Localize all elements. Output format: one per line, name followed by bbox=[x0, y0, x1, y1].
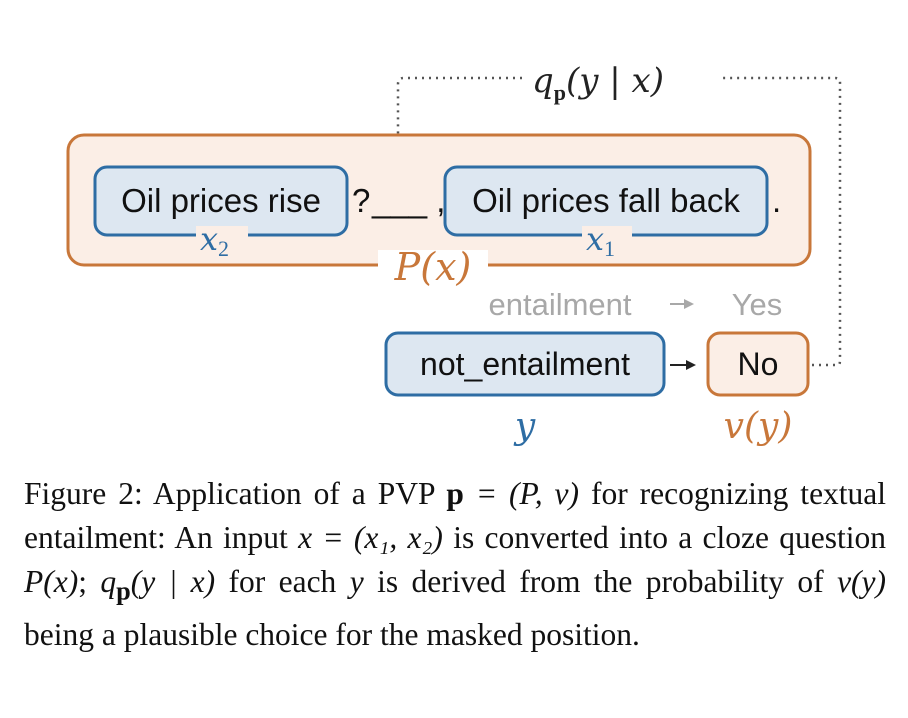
mask-blank: ___ , bbox=[371, 182, 445, 219]
pattern-label: P(x) bbox=[394, 245, 472, 289]
verbalizer-box bbox=[706, 331, 810, 397]
gray-arrow-head bbox=[684, 299, 694, 309]
x2-var: x2 bbox=[200, 220, 229, 261]
gray-label-entailment: entailment bbox=[488, 287, 631, 322]
x1-box-text: Oil prices fall back bbox=[472, 182, 740, 219]
label-box bbox=[384, 331, 666, 397]
vy-label: v(y) bbox=[724, 406, 793, 447]
caption-p-bold: p bbox=[446, 476, 464, 511]
label-box-text: not_entailment bbox=[420, 346, 630, 382]
figure-caption: Figure 2: Application of a PVP p = (P, v… bbox=[24, 476, 887, 653]
dotted-feedback-path bbox=[720, 76, 842, 367]
caption-figure-label: Figure 2: bbox=[24, 476, 143, 511]
period: . bbox=[772, 182, 781, 219]
x2-box-text: Oil prices rise bbox=[121, 182, 321, 219]
q-label: qp(y | x) bbox=[532, 61, 664, 105]
verbalizer-box-text: No bbox=[738, 346, 779, 382]
gray-label-yes: Yes bbox=[732, 287, 783, 322]
question-mark: ? bbox=[352, 182, 370, 219]
x1-var: x1 bbox=[586, 220, 615, 261]
pvp-diagram: qp(y | x) Oil prices rise x2 ? ___ , Oil… bbox=[66, 61, 842, 447]
dotted-feedback-path-left bbox=[396, 76, 522, 155]
y-label: y bbox=[513, 406, 536, 447]
mapping-arrow-head bbox=[686, 360, 696, 370]
